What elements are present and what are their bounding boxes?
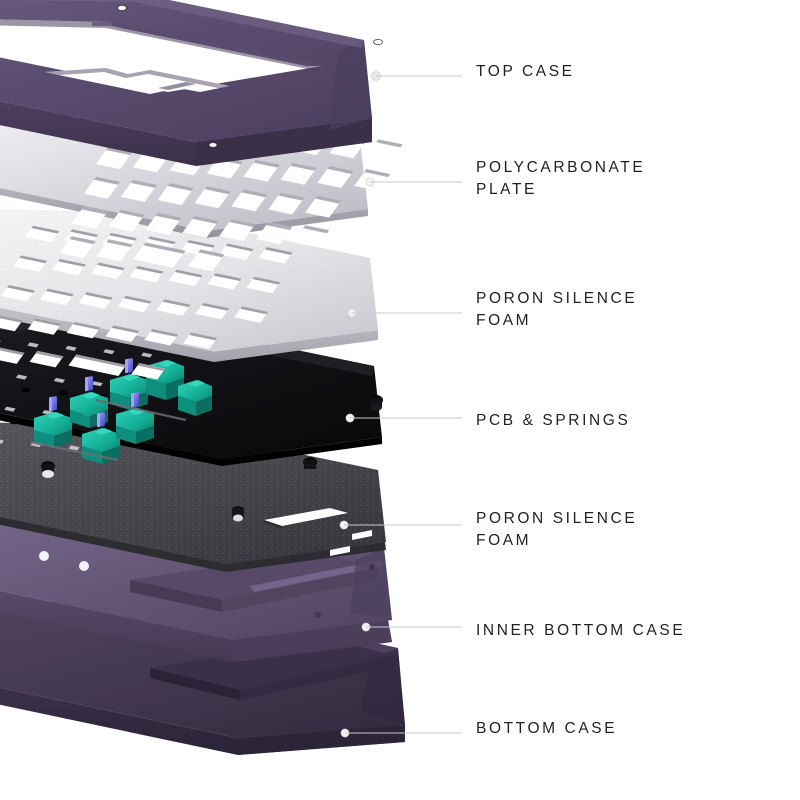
callout-label-bottom-case: BOTTOM CASE bbox=[476, 720, 618, 737]
callout-bottom-case[interactable]: BOTTOM CASE bbox=[476, 718, 617, 740]
top-case-screw-holes bbox=[117, 5, 383, 148]
callout-label-top-case: TOP CASE bbox=[476, 63, 575, 80]
callout-inner-bottom-case[interactable]: INNER BOTTOM CASE bbox=[476, 620, 685, 642]
callout-label-pcb-and-springs: PCB & SPRINGS bbox=[476, 412, 631, 429]
layer-pcb-and-springs[interactable] bbox=[0, 316, 383, 522]
callout-top-case[interactable]: TOP CASE bbox=[476, 61, 575, 83]
callout-label-inner-bottom-case: INNER BOTTOM CASE bbox=[476, 622, 686, 639]
layer-poron-foam-top[interactable] bbox=[0, 202, 378, 403]
callout-pcb-and-springs[interactable]: PCB & SPRINGS bbox=[476, 410, 630, 432]
layer-top-case[interactable] bbox=[0, 0, 383, 166]
pcb-stabilizer-bars bbox=[29, 398, 187, 462]
leader-lines bbox=[344, 75, 462, 734]
pcb-standoffs bbox=[41, 395, 383, 522]
